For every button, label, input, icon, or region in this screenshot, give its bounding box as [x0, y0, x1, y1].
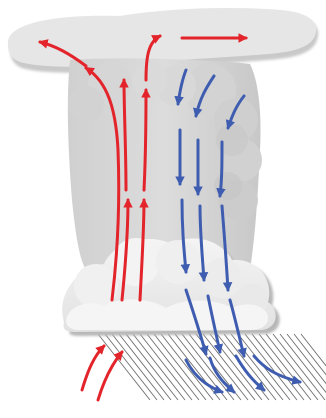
rain-streak [245, 334, 297, 400]
rain-streak [266, 334, 318, 400]
rain-streak [140, 334, 192, 400]
rain-streak [112, 334, 164, 400]
red-arrow-icon [82, 346, 104, 390]
rain-streak [98, 334, 150, 400]
rain-streak [273, 334, 325, 400]
rain-streak [133, 334, 185, 400]
rain-streak [119, 334, 171, 400]
rain-streak [161, 334, 213, 400]
rain-streak [252, 334, 304, 400]
rain-streak [203, 334, 255, 400]
rain-streak [126, 334, 178, 400]
rain-streak [154, 334, 206, 400]
cloud-tower-icon [68, 58, 262, 270]
rain-streak [231, 334, 283, 400]
